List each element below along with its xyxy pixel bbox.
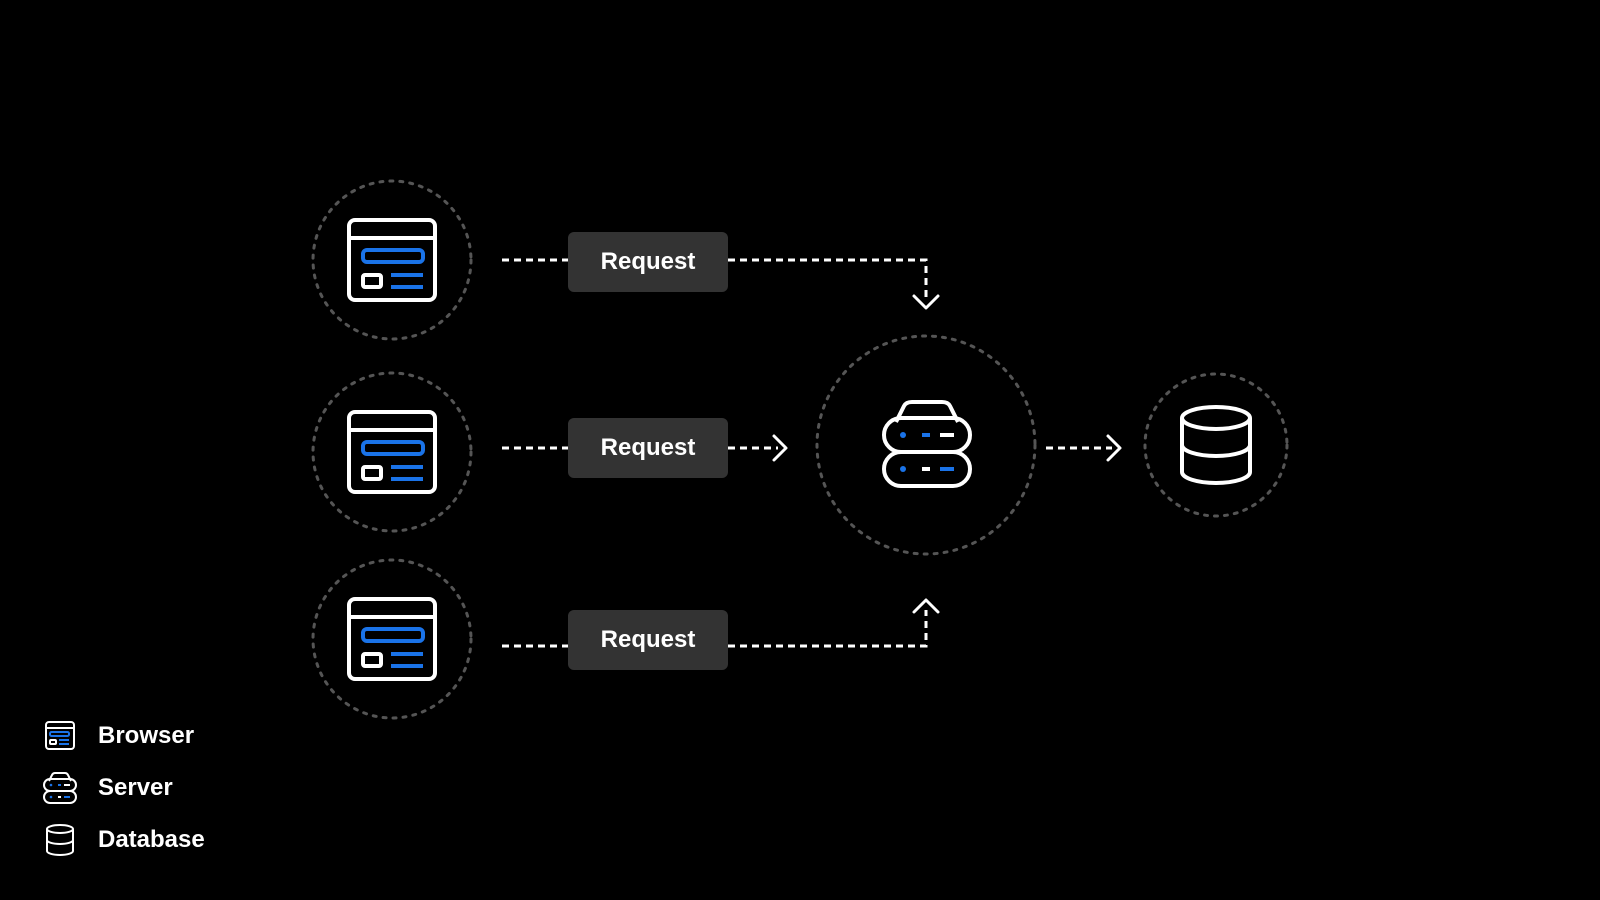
arrow-right-icon — [1106, 434, 1122, 462]
browser-icon — [347, 597, 437, 681]
node-rings — [311, 179, 1289, 720]
browser-icon — [347, 410, 437, 494]
server-icon — [42, 770, 78, 806]
request-label-1: Request — [568, 232, 728, 292]
legend-item-server: Server — [42, 770, 205, 806]
legend-label-browser: Browser — [98, 722, 195, 749]
arrow-right-icon — [772, 434, 788, 462]
legend-item-database: Database — [42, 822, 205, 858]
connector-label-3-to-server — [728, 610, 928, 648]
connector-label-1-to-server — [728, 258, 928, 300]
browser-icon — [42, 718, 78, 754]
legend: Browser Server — [42, 718, 205, 874]
legend-label-server: Server — [98, 774, 173, 801]
server-node-ring — [815, 334, 1037, 556]
browser-node-ring-2 — [311, 371, 473, 533]
database-icon — [1180, 405, 1252, 485]
legend-label-database: Database — [98, 826, 205, 853]
server-icon — [882, 400, 972, 488]
arrowheads — [772, 294, 1122, 614]
request-label-2: Request — [568, 418, 728, 478]
connectors — [502, 258, 1112, 648]
browser-node-ring-3 — [311, 558, 473, 720]
browser-node-ring-1 — [311, 179, 473, 341]
legend-item-browser: Browser — [42, 718, 205, 754]
request-label-3: Request — [568, 610, 728, 670]
database-icon — [42, 822, 78, 858]
browser-icon — [347, 218, 437, 302]
arrow-up-icon — [912, 598, 940, 614]
arrow-down-icon — [912, 294, 940, 310]
database-node-ring — [1143, 372, 1289, 518]
